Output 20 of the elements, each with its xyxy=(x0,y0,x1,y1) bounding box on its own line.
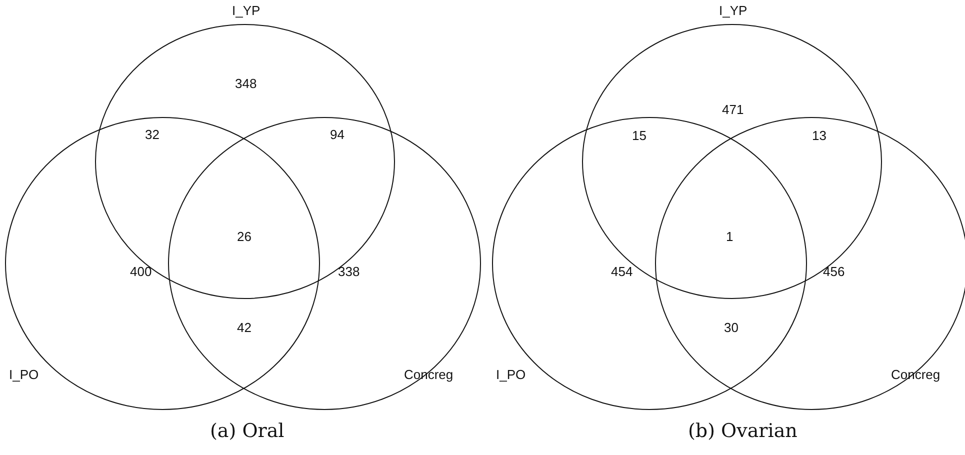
region-count: 348 xyxy=(235,76,257,91)
set-label: I_PO xyxy=(496,367,526,382)
set-label: I_YP xyxy=(719,3,748,18)
region-count: 454 xyxy=(611,264,633,279)
set-label: I_YP xyxy=(232,3,260,18)
region-count: 400 xyxy=(130,264,152,279)
region-count: 32 xyxy=(145,127,160,142)
figure-caption: (a) Oral xyxy=(210,420,284,442)
region-count: 471 xyxy=(722,102,744,117)
region-count: 1 xyxy=(726,229,734,244)
region-count: 94 xyxy=(330,127,344,142)
region-count: 456 xyxy=(823,264,845,279)
region-count: 13 xyxy=(812,128,826,143)
set-label: I_PO xyxy=(9,367,39,382)
figure-caption: (b) Ovarian xyxy=(688,420,798,442)
region-count: 30 xyxy=(724,320,738,335)
region-count: 338 xyxy=(338,264,360,279)
region-count: 26 xyxy=(237,229,252,244)
region-count: 42 xyxy=(237,320,252,335)
region-count: 15 xyxy=(632,128,646,143)
